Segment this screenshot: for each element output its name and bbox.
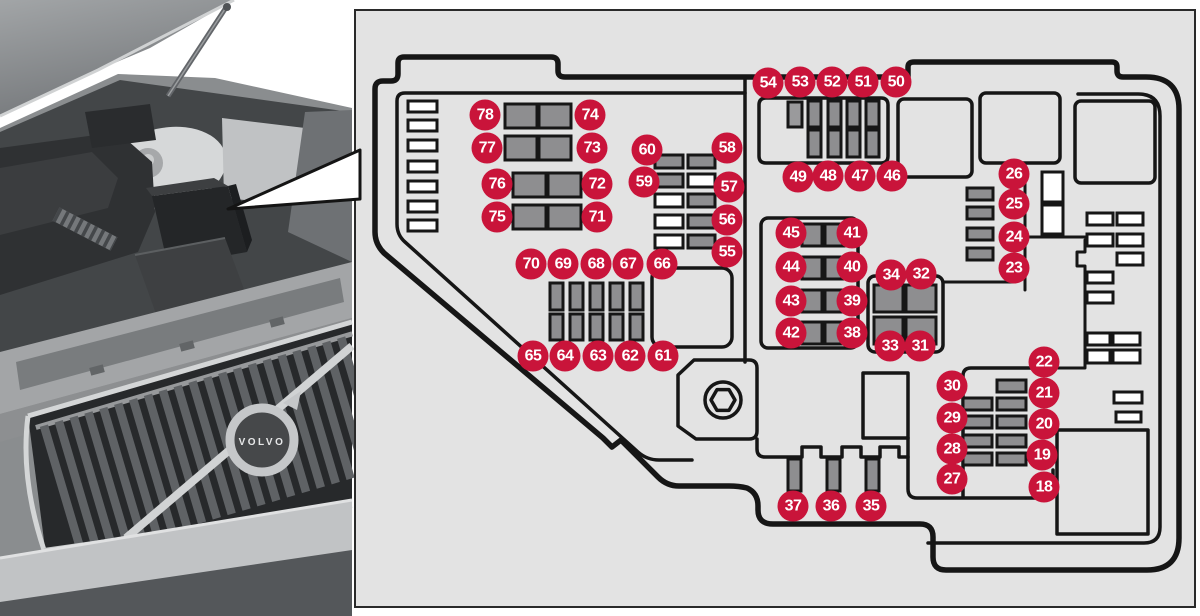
fusebox-outer-outline (372, 54, 1182, 573)
volvo-emblem (225, 403, 299, 477)
mounting-bolt (676, 358, 759, 441)
callout-line (226, 148, 362, 211)
bumper (0, 498, 353, 616)
hood (0, 0, 235, 118)
emblem-arrow (283, 391, 301, 410)
diagram-panel (354, 9, 1196, 608)
fuse-elements (503, 99, 1028, 493)
fuse-box-diagram (372, 54, 1182, 573)
emblem-text: VOLVO (239, 437, 286, 448)
hood-strut (165, 3, 231, 98)
connector-slots (406, 99, 1145, 424)
car-photo: VOLVO (0, 0, 360, 616)
